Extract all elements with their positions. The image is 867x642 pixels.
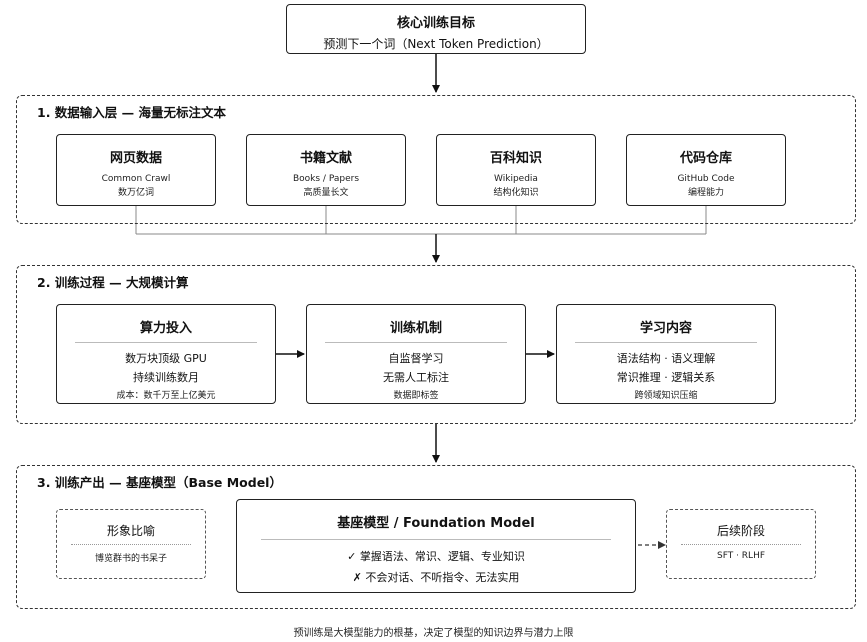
source-books: 书籍文献 Books / Papers 高质量长文 <box>246 134 406 206</box>
source-wikipedia: 百科知识 Wikipedia 结构化知识 <box>436 134 596 206</box>
foundation-model-con: ✗ 不会对话、不听指令、无法实用 <box>352 571 520 584</box>
mechanism-line2: 无需人工标注 <box>383 371 449 384</box>
training-output-layer: 3. 训练产出 — 基座模型（Base Model） <box>16 465 856 609</box>
training-goal-subtitle: 预测下一个词（Next Token Prediction） <box>323 37 549 51</box>
analogy-box: 形象比喻 博览群书的书呆子 <box>56 509 206 579</box>
foundation-model-title: 基座模型 / Foundation Model <box>337 516 535 531</box>
compute-line1: 数万块顶级 GPU <box>125 352 207 365</box>
source-code: 代码仓库 GitHub Code 编程能力 <box>626 134 786 206</box>
analogy-title: 形象比喻 <box>106 524 155 538</box>
mechanism-line1: 自监督学习 <box>388 352 444 365</box>
source-merge-lines <box>135 206 707 235</box>
source-line2: 编程能力 <box>687 188 724 198</box>
learning-note: 跨领域知识压缩 <box>634 391 698 401</box>
source-web-data: 网页数据 Common Crawl 数万亿词 <box>56 134 216 206</box>
learning-title: 学习内容 <box>639 321 692 336</box>
foundation-model-divider <box>261 539 611 540</box>
analogy-divider <box>71 544 191 545</box>
source-title: 百科知识 <box>489 151 542 166</box>
training-process-layer: 2. 训练过程 — 大规模计算 <box>16 265 856 424</box>
foundation-model-box: 基座模型 / Foundation Model ✓ 掌握语法、常识、逻辑、专业知… <box>236 499 636 593</box>
mechanism-title: 训练机制 <box>389 321 442 336</box>
compute-note: 成本：数千万至上亿美元 <box>116 391 216 401</box>
training-goal-title: 核心训练目标 <box>396 16 475 31</box>
learning-box: 学习内容 语法结构 · 语义理解 常识推理 · 逻辑关系 跨领域知识压缩 <box>556 304 776 404</box>
training-goal-box: 核心训练目标 预测下一个词（Next Token Prediction） <box>286 4 586 54</box>
learning-line1: 语法结构 · 语义理解 <box>616 352 716 365</box>
data-input-layer-label: 1. 数据输入层 — 海量无标注文本 <box>37 105 227 120</box>
source-line2: 结构化知识 <box>493 188 539 198</box>
foundation-model-pro: ✓ 掌握语法、常识、逻辑、专业知识 <box>347 550 525 563</box>
learning-line2: 常识推理 · 逻辑关系 <box>616 371 716 384</box>
analogy-text: 博览群书的书呆子 <box>94 554 167 564</box>
compute-divider <box>75 342 257 343</box>
next-stage-title: 后续阶段 <box>716 524 765 538</box>
source-line1: Wikipedia <box>494 174 538 184</box>
source-title: 网页数据 <box>109 151 162 166</box>
compute-title: 算力投入 <box>139 321 192 336</box>
mechanism-divider <box>325 342 507 343</box>
next-stage-box: 后续阶段 SFT · RLHF <box>666 509 816 579</box>
source-title: 代码仓库 <box>679 151 732 166</box>
next-stage-divider <box>681 544 801 545</box>
source-title: 书籍文献 <box>299 151 352 166</box>
training-process-layer-label: 2. 训练过程 — 大规模计算 <box>37 275 189 290</box>
source-line1: Books / Papers <box>292 174 360 184</box>
compute-box: 算力投入 数万块顶级 GPU 持续训练数月 成本：数千万至上亿美元 <box>56 304 276 404</box>
mechanism-box: 训练机制 自监督学习 无需人工标注 数据即标签 <box>306 304 526 404</box>
source-line1: Common Crawl <box>101 174 171 184</box>
source-line2: 数万亿词 <box>117 188 154 198</box>
source-line1: GitHub Code <box>677 174 735 184</box>
learning-divider <box>575 342 757 343</box>
footer-caption: 预训练是大模型能力的根基，决定了模型的知识边界与潜力上限 <box>293 628 574 639</box>
source-line2: 高质量长文 <box>303 188 349 198</box>
compute-line2: 持续训练数月 <box>133 371 199 384</box>
training-output-layer-label: 3. 训练产出 — 基座模型（Base Model） <box>37 475 282 490</box>
next-stage-text: SFT · RLHF <box>716 551 766 561</box>
mechanism-note: 数据即标签 <box>393 391 439 401</box>
data-input-layer: 1. 数据输入层 — 海量无标注文本 <box>16 95 856 224</box>
